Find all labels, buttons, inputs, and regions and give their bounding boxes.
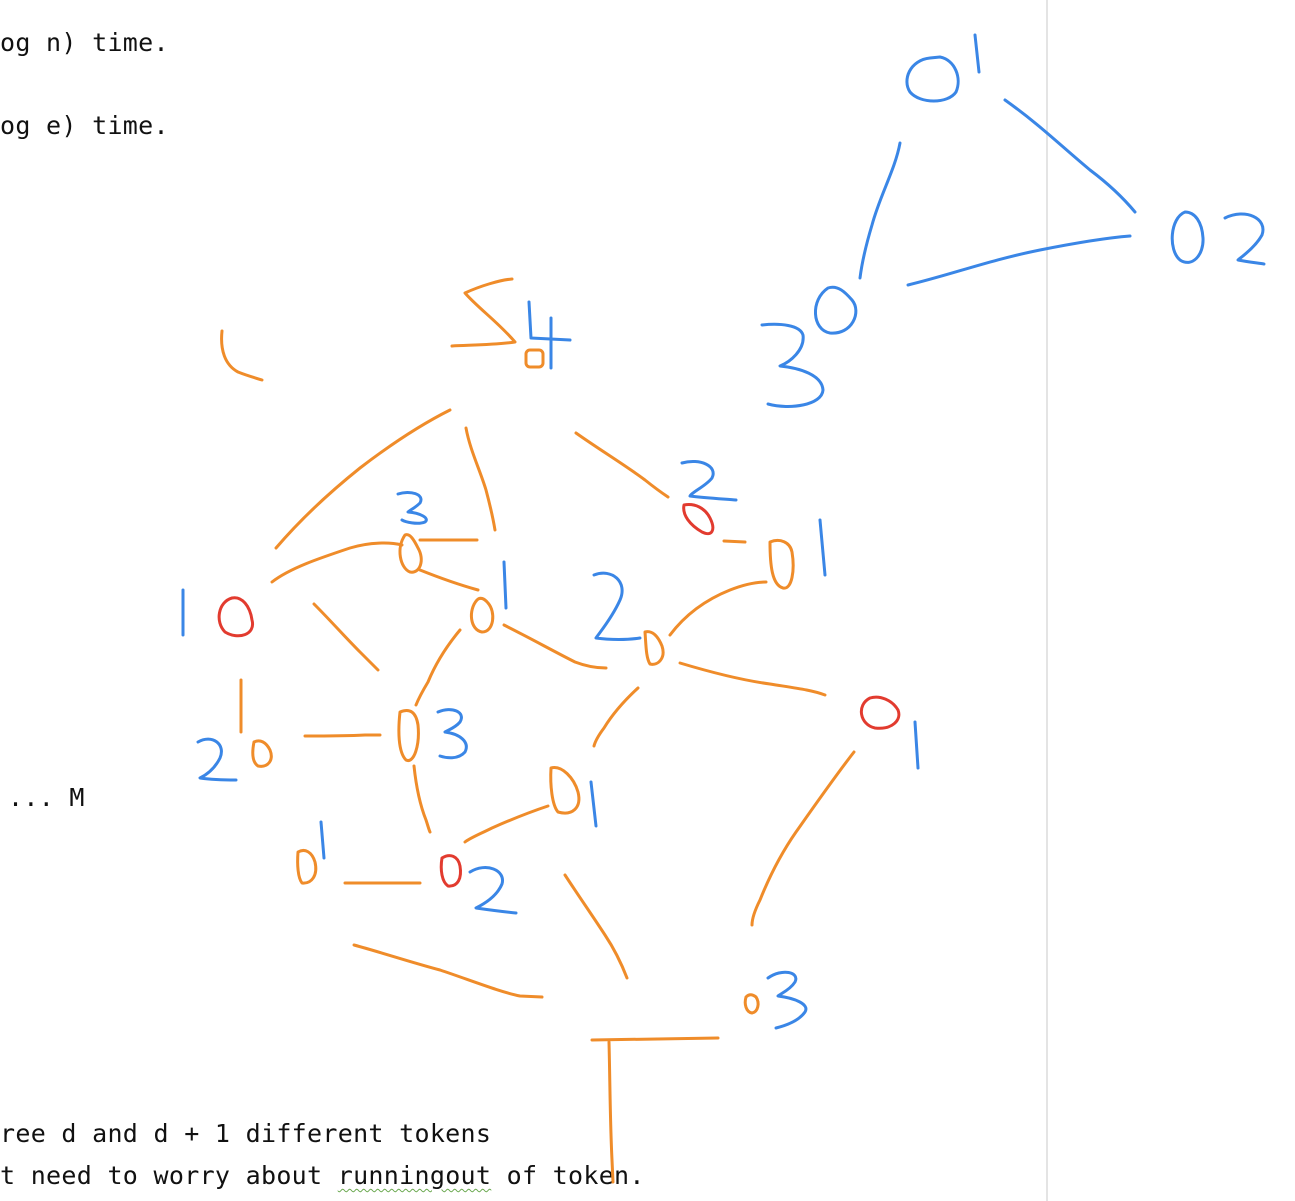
ink-digit-3 bbox=[760, 322, 825, 408]
ink-digit-2 bbox=[1223, 212, 1266, 266]
ink-digit-1 bbox=[973, 33, 981, 74]
ink-edge bbox=[563, 873, 629, 980]
ink-stroke bbox=[220, 329, 264, 382]
ink-edge bbox=[502, 623, 608, 670]
misspelled-word: runningout bbox=[337, 1161, 492, 1190]
ink-node-circle bbox=[814, 285, 858, 335]
ink-node-circle bbox=[643, 630, 665, 666]
ink-node-circle bbox=[251, 739, 273, 768]
ink-digit-1 bbox=[913, 720, 920, 770]
ink-edge bbox=[668, 580, 768, 637]
editor-text-line: t need to worry about runningout of toke… bbox=[0, 1161, 645, 1191]
ink-edge bbox=[1003, 98, 1137, 214]
ink-node-circle bbox=[296, 848, 318, 885]
ink-edge bbox=[590, 1036, 720, 1042]
editor-text-line: ree d and d + 1 different tokens bbox=[0, 1119, 492, 1148]
ink-edge bbox=[607, 1040, 615, 1184]
ink-digit-3 bbox=[436, 708, 468, 760]
ink-node-circle bbox=[768, 538, 795, 590]
ink-digit-1 bbox=[818, 518, 827, 577]
ink-node-circle bbox=[469, 596, 495, 634]
ink-digit-1 bbox=[589, 780, 598, 828]
ink-digit-1 bbox=[319, 820, 326, 860]
ink-node-circle bbox=[905, 55, 960, 103]
ink-digit-2 bbox=[196, 737, 238, 782]
ink-digit-2 bbox=[680, 460, 738, 502]
ink-digit-4 bbox=[527, 300, 572, 370]
ink-edge bbox=[463, 804, 550, 844]
text-segment: t need to worry about bbox=[0, 1161, 338, 1190]
ink-edge bbox=[274, 408, 452, 550]
ink-digit-5 bbox=[450, 277, 517, 348]
ink-edge bbox=[574, 431, 670, 499]
ink-digit-2 bbox=[468, 866, 518, 915]
ink-edge bbox=[592, 686, 640, 748]
ink-edge bbox=[414, 628, 462, 707]
blue-triangle-sketch bbox=[760, 33, 1266, 408]
editor-text-line: og n) time. bbox=[0, 28, 169, 57]
ink-edge bbox=[312, 602, 380, 672]
ink-node-small bbox=[524, 348, 545, 369]
ink-edge bbox=[464, 426, 497, 532]
ink-node-circle bbox=[397, 709, 420, 762]
ink-node-circle bbox=[398, 533, 423, 574]
ink-digit-1 bbox=[502, 560, 508, 610]
ink-node-circle bbox=[743, 993, 760, 1015]
text-segment: of token. bbox=[491, 1161, 645, 1190]
ink-edge bbox=[303, 733, 382, 738]
ink-edge bbox=[352, 943, 544, 999]
ink-edge bbox=[722, 539, 747, 544]
ink-digit-3 bbox=[766, 970, 808, 1030]
ink-edge bbox=[270, 541, 404, 584]
ink-edge bbox=[418, 568, 480, 592]
ink-digit-2 bbox=[592, 571, 642, 641]
ink-edge bbox=[412, 764, 432, 834]
ink-digit-3 bbox=[396, 490, 428, 525]
ink-node-circle-red bbox=[682, 503, 715, 536]
editor-margin-guide bbox=[1046, 0, 1048, 1201]
editor-text-line: og e) time. bbox=[0, 111, 169, 140]
ink-node-circle bbox=[549, 766, 581, 815]
ink-node-circle bbox=[1170, 210, 1205, 264]
ink-node-circle-red bbox=[217, 596, 255, 638]
ink-node-circle-red bbox=[439, 854, 462, 888]
editor-text-line: ... M bbox=[8, 783, 85, 812]
ink-edge bbox=[678, 661, 827, 697]
ink-node-circle-red bbox=[859, 695, 901, 730]
ink-edge bbox=[906, 234, 1132, 287]
orange-graph-sketch bbox=[181, 277, 920, 1184]
ink-edge bbox=[858, 141, 902, 280]
ink-edge bbox=[750, 750, 856, 927]
